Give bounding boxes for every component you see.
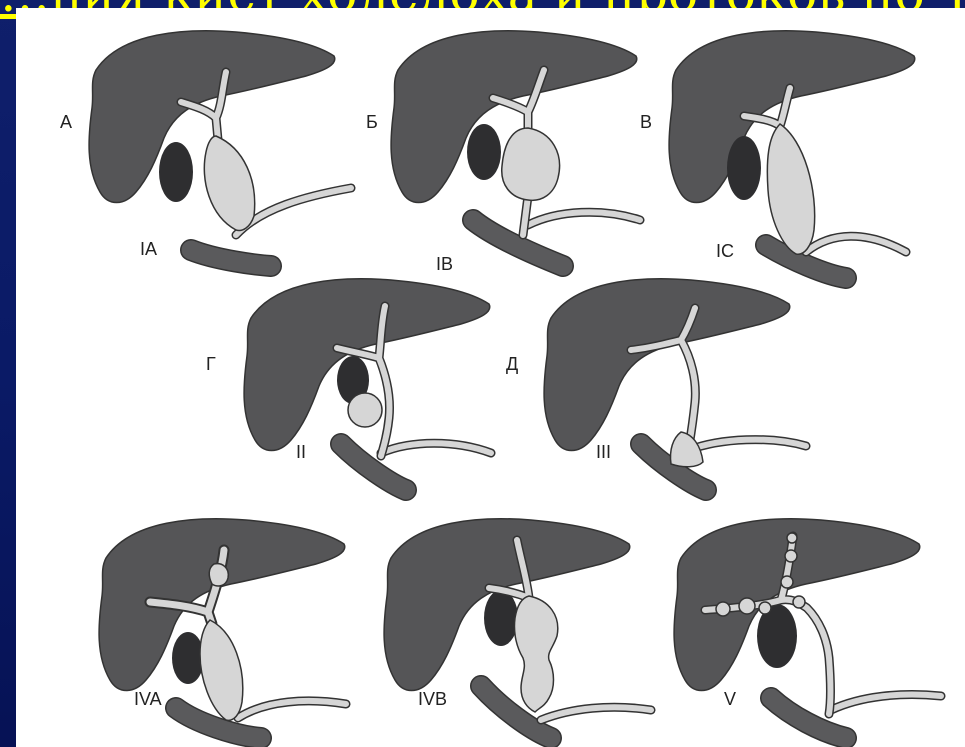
todani-classification-diagram: А Б В Г Д IA IB IC II III IVA IVB V	[16, 8, 965, 747]
letter-label: В	[640, 112, 652, 132]
cyst	[767, 124, 814, 254]
intrahepatic-cyst	[209, 564, 228, 586]
type-label: IA	[140, 239, 157, 259]
gallbladder	[467, 124, 501, 180]
letter-label: А	[60, 112, 72, 132]
type-label: IVB	[418, 689, 447, 709]
diagram-type-ia	[89, 31, 351, 266]
type-label: IB	[436, 254, 453, 274]
gallbladder	[172, 632, 204, 684]
liver-shape	[544, 279, 790, 451]
cyst	[514, 596, 557, 712]
gallbladder	[484, 590, 518, 646]
type-label: V	[724, 689, 736, 709]
gallbladder	[727, 136, 761, 200]
cyst	[204, 136, 254, 230]
letter-label: Д	[506, 354, 518, 374]
type-label: II	[296, 442, 306, 462]
diagram-type-ic	[669, 31, 915, 278]
type-label: IC	[716, 241, 734, 261]
diagram-type-iii	[544, 279, 806, 490]
diagram-type-v	[674, 519, 941, 738]
letter-label: Г	[206, 354, 216, 374]
diagram-type-ib	[391, 31, 640, 266]
letter-label: Б	[366, 112, 378, 132]
cyst	[670, 432, 703, 467]
diagram-panel: А Б В Г Д IA IB IC II III IVA IVB V	[16, 8, 965, 747]
cyst	[502, 128, 560, 200]
cyst	[200, 620, 243, 720]
cyst	[348, 393, 382, 427]
diagram-type-ii	[244, 279, 491, 490]
type-label: IVA	[134, 689, 162, 709]
gallbladder	[159, 142, 193, 202]
type-label: III	[596, 442, 611, 462]
